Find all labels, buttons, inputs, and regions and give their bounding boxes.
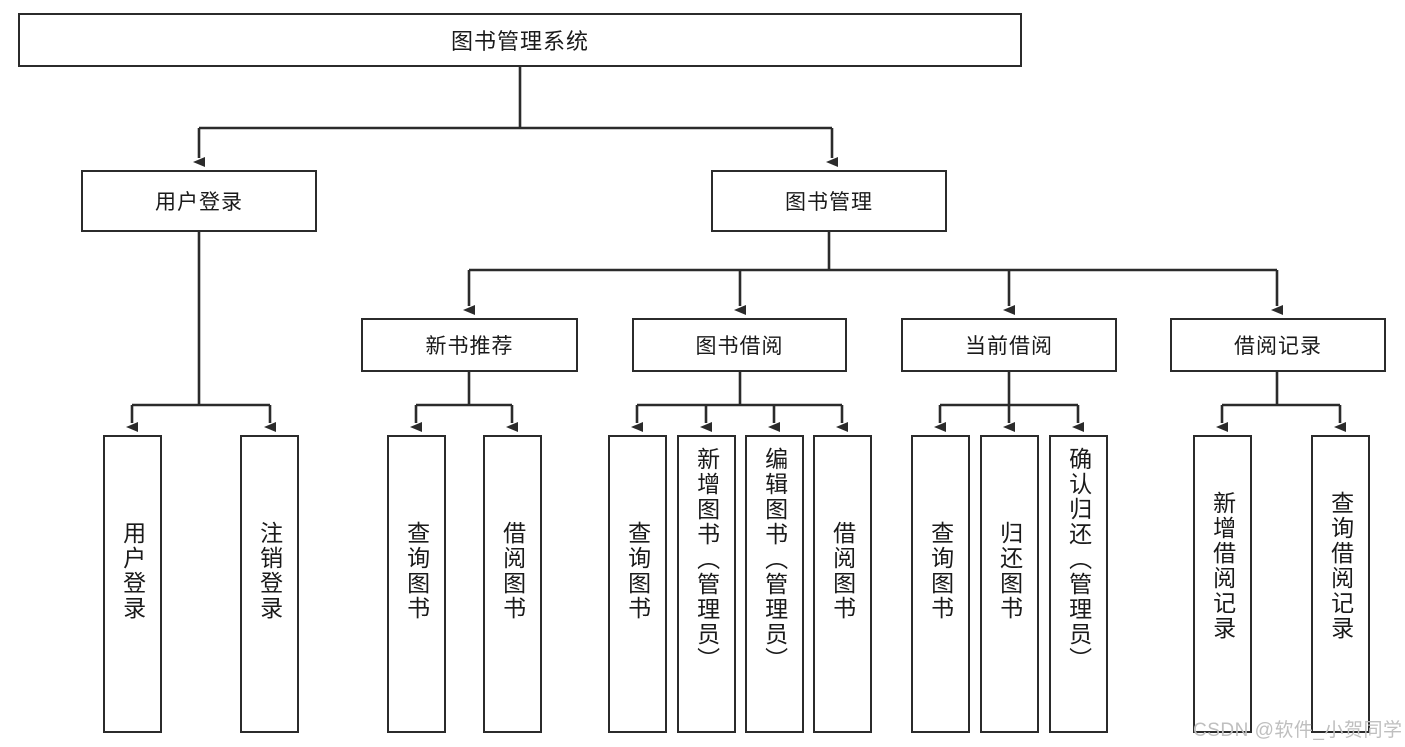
node-root[interactable]: 图书管理系统 [18, 13, 1022, 67]
node-leaf-query-record-label: 查询借阅记录 [1327, 491, 1354, 641]
node-leaf-query-book-2[interactable]: 查询图书 [608, 435, 667, 733]
node-leaf-confirm-return-label: 确认归还（管理员） [1065, 447, 1092, 672]
node-leaf-query-book-3[interactable]: 查询图书 [911, 435, 970, 733]
node-leaf-return-book-label: 归还图书 [996, 521, 1023, 621]
node-leaf-logout-label: 注销登录 [256, 521, 283, 621]
node-book-borrow-label: 图书借阅 [695, 335, 784, 358]
node-leaf-borrow-book-1-label: 借阅图书 [499, 521, 526, 621]
node-leaf-logout[interactable]: 注销登录 [240, 435, 299, 733]
node-current-borrow[interactable]: 当前借阅 [901, 318, 1117, 372]
node-user-login-label: 用户登录 [155, 191, 243, 214]
node-borrow-record-label: 借阅记录 [1234, 335, 1322, 358]
node-leaf-query-record[interactable]: 查询借阅记录 [1311, 435, 1370, 733]
node-leaf-add-book-label: 新增图书（管理员） [693, 447, 720, 672]
node-leaf-edit-book[interactable]: 编辑图书（管理员） [745, 435, 804, 733]
node-leaf-add-record-label: 新增借阅记录 [1209, 491, 1236, 641]
node-leaf-user-login-label: 用户登录 [119, 521, 146, 621]
node-book-borrow[interactable]: 图书借阅 [632, 318, 847, 372]
node-book-manage-label: 图书管理 [785, 191, 873, 214]
node-leaf-borrow-book-2[interactable]: 借阅图书 [813, 435, 872, 733]
node-leaf-query-book-2-label: 查询图书 [624, 521, 651, 621]
node-leaf-add-book[interactable]: 新增图书（管理员） [677, 435, 736, 733]
node-leaf-query-book-1[interactable]: 查询图书 [387, 435, 446, 733]
node-new-book-recommend[interactable]: 新书推荐 [361, 318, 578, 372]
node-current-borrow-label: 当前借阅 [965, 335, 1053, 358]
node-new-book-recommend-label: 新书推荐 [425, 335, 514, 358]
node-user-login[interactable]: 用户登录 [81, 170, 317, 232]
node-book-manage[interactable]: 图书管理 [711, 170, 947, 232]
node-leaf-borrow-book-1[interactable]: 借阅图书 [483, 435, 542, 733]
node-leaf-return-book[interactable]: 归还图书 [980, 435, 1039, 733]
node-leaf-query-book-1-label: 查询图书 [403, 521, 430, 621]
node-leaf-borrow-book-2-label: 借阅图书 [829, 521, 856, 621]
node-leaf-user-login[interactable]: 用户登录 [103, 435, 162, 733]
csdn-watermark: CSDN @软件_小贺同学 [1193, 720, 1403, 741]
node-leaf-add-record[interactable]: 新增借阅记录 [1193, 435, 1252, 733]
node-leaf-query-book-3-label: 查询图书 [927, 521, 954, 621]
node-borrow-record[interactable]: 借阅记录 [1170, 318, 1386, 372]
node-leaf-confirm-return[interactable]: 确认归还（管理员） [1049, 435, 1108, 733]
node-leaf-edit-book-label: 编辑图书（管理员） [761, 447, 788, 672]
node-root-label: 图书管理系统 [450, 29, 589, 54]
